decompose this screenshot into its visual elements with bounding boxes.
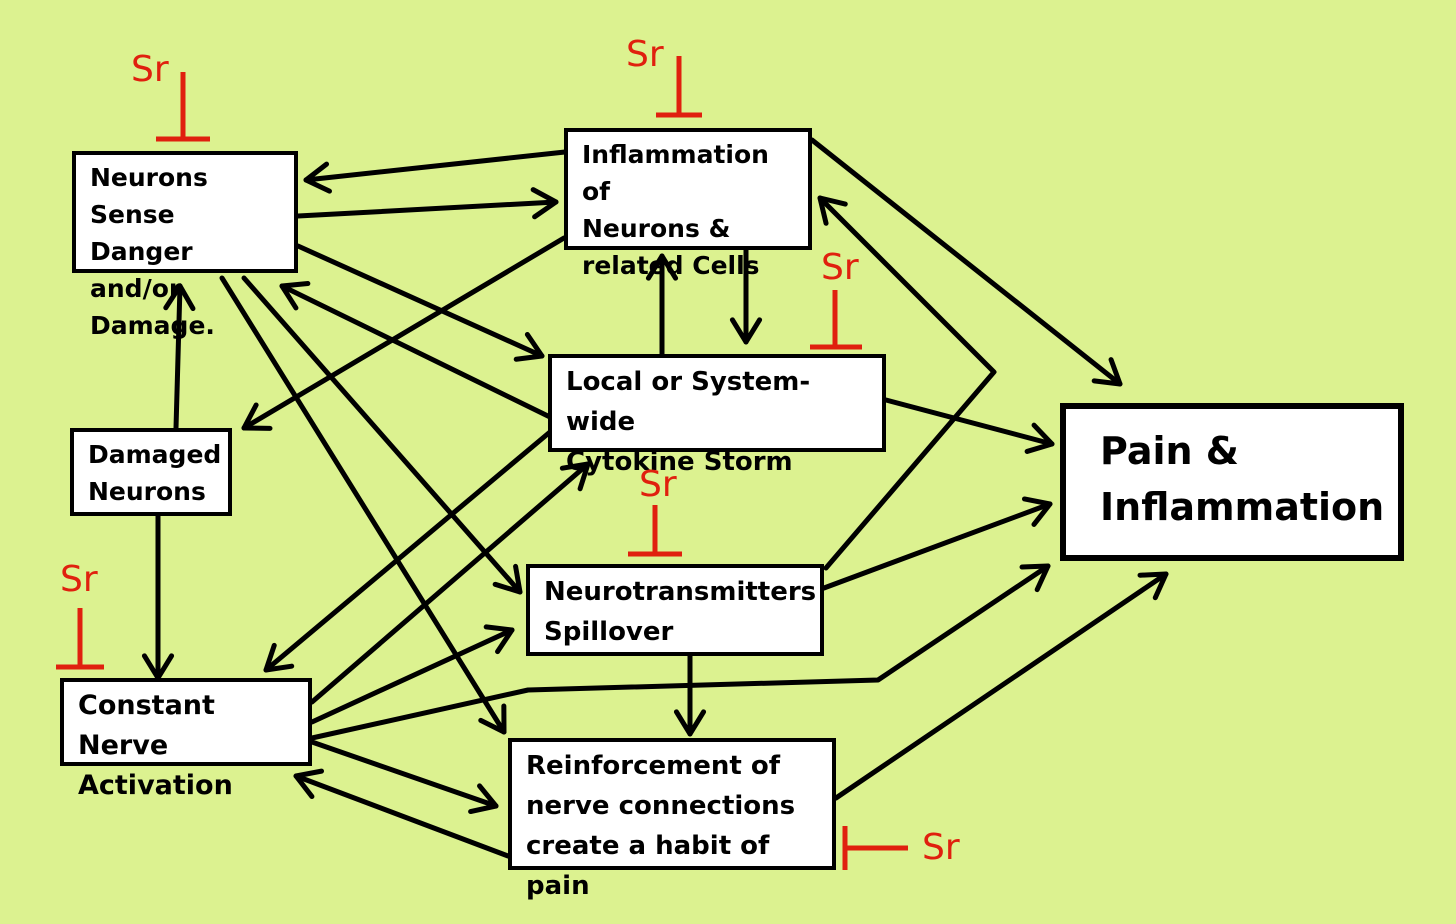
edge-spillover-to-inflammation-head [817, 195, 848, 226]
edge-reinforcement-to-constant-head [293, 768, 325, 800]
edge-cytokine-to-neurons-sense [279, 283, 555, 421]
inhibitor-label-reinforcement: Sr [922, 827, 960, 868]
edge-damaged-to-neurons-sense-head [163, 283, 196, 312]
edge-cytokine-to-neurons-sense-head [279, 281, 311, 311]
edge-neurons-sense-to-reinforcement-head [478, 703, 507, 735]
edge-inflammation-to-neurons-sense [303, 149, 568, 183]
inhibitor-label-constant: Sr [60, 559, 98, 600]
edge-inflammation-to-pain-head [1091, 357, 1123, 387]
edge-cytokine-to-inflammation-head [645, 253, 679, 281]
node-cytokine-storm: Local or System-wide Cytokine Storm [548, 354, 886, 477]
edge-spillover-to-reinforcement-head [673, 709, 707, 737]
node-reinforcement: Reinforcement of nerve connections creat… [508, 738, 836, 901]
edge-reinforcement-to-pain [833, 571, 1169, 801]
node-damaged-neurons: Damaged Neurons [70, 428, 232, 516]
edge-neurons-sense-to-cytokine [295, 243, 545, 359]
node-neurotransmitters-spillover: Neurotransmitters Spillover [526, 564, 824, 656]
edge-spillover-to-pain-head [1021, 496, 1053, 527]
inhibitor-label-inflammation: Sr [626, 34, 664, 75]
edge-spillover-to-inflammation [817, 195, 997, 571]
edge-constant-to-cytokine [309, 461, 591, 705]
edge-neurons-sense-to-spillover [241, 275, 523, 595]
inhibitor-label-neurons-sense: Sr [131, 49, 169, 90]
inhibitor-label-neurotransmitters: Sr [639, 464, 677, 505]
node-inflammation: Inflammation of Neurons & related Cells [564, 128, 812, 280]
edge-cytokine-to-constant [263, 429, 553, 673]
edge-cytokine-to-constant-head [263, 642, 295, 673]
edge-constant-to-reinforcement-head [468, 783, 499, 815]
edge-inflammation-to-cytokine-head [729, 317, 763, 345]
edge-damaged-to-neurons-sense [173, 283, 183, 431]
edge-constant-to-reinforcement [309, 739, 499, 809]
edge-inflammation-to-pain [809, 137, 1123, 387]
edge-reinforcement-to-pain-head [1137, 571, 1169, 601]
edge-spillover-to-pain [821, 501, 1053, 591]
edge-neurons-sense-to-cytokine-head [513, 332, 545, 362]
node-neurons-sense: Neurons Sense Danger and/or Damage. [72, 151, 298, 340]
edge-neurons-sense-to-inflammation [295, 199, 559, 219]
edge-constant-to-spillover-head [483, 624, 515, 655]
edge-inflammation-to-damaged-head [241, 402, 273, 431]
edge-constant-to-spillover [309, 627, 515, 725]
node-pain-and-inflammation: Pain & Inflammation [1060, 403, 1404, 561]
edge-neurons-sense-to-inflammation-head [530, 187, 559, 220]
edge-constant-to-cytokine-head [559, 461, 591, 492]
edge-constant-to-pain-head [1019, 563, 1051, 593]
inhibitor-label-cytokine: Sr [821, 247, 859, 288]
node-constant-nerve-activation: Constant Nerve Activation [60, 678, 312, 801]
edge-inflammation-to-neurons-sense-head [303, 161, 332, 194]
edge-cytokine-to-pain [883, 397, 1055, 447]
edge-neurons-sense-to-spillover-head [492, 563, 523, 595]
edge-constant-to-pain [309, 563, 1051, 741]
edge-reinforcement-to-constant [293, 773, 511, 859]
edge-cytokine-to-pain-head [1024, 422, 1055, 454]
